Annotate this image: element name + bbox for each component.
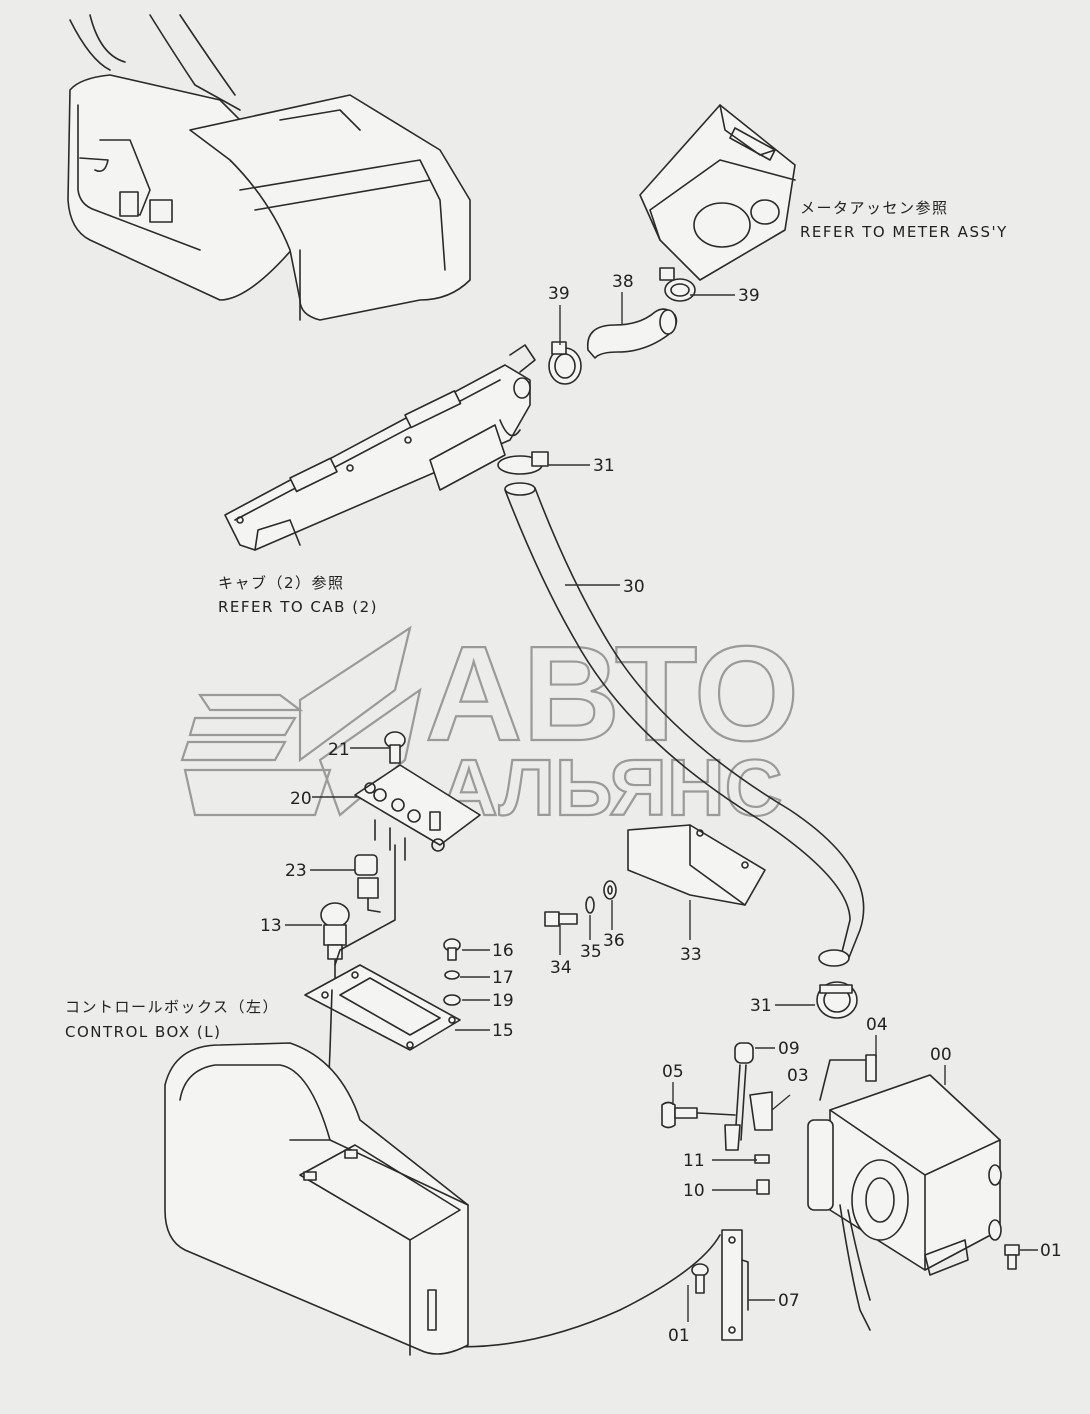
part-label: 09: [778, 1039, 800, 1059]
clamp-39-left: [548, 341, 582, 385]
note-box-en: CONTROL BOX (L): [65, 1023, 222, 1041]
note-meter-en: REFER TO METER ASS'Y: [800, 223, 1008, 241]
part-label: 36: [603, 931, 625, 951]
note-meter-jp: メータアッセン参照: [800, 199, 949, 217]
switch-panel-20: [354, 764, 481, 861]
clamp-31-upper: [497, 451, 549, 475]
clamp-39-right: [659, 267, 696, 302]
part-numbers: 39 38 39 31 30 21 20 23 13 16 17 19 15 3…: [260, 272, 1062, 1346]
bolt-05: [661, 1101, 698, 1129]
control-box-left: [164, 1042, 469, 1356]
washer-17: [444, 970, 460, 980]
screw-16: [443, 938, 461, 961]
part-label: 23: [285, 861, 307, 881]
part-label: 05: [662, 1062, 684, 1082]
bolt-34: [544, 911, 578, 927]
screw-21: [384, 731, 406, 764]
hose-38: [586, 308, 678, 359]
part-label: 10: [683, 1181, 705, 1201]
washer-19: [443, 994, 461, 1006]
part-label: 07: [778, 1291, 800, 1311]
watermark-logo-icon: [180, 625, 422, 817]
part-label: 15: [492, 1021, 514, 1041]
note-cab-en: REFER TO CAB (2): [218, 598, 378, 616]
note-cab-jp: キャブ（2）参照: [218, 574, 345, 592]
bolt-01-right: [1004, 1244, 1020, 1270]
part-label: 01: [1040, 1241, 1062, 1261]
note-box-jp: コントロールボックス（左）: [65, 998, 279, 1016]
watermark: АВТО АЛЬЯНС: [180, 617, 800, 833]
part-label: 39: [738, 286, 760, 306]
meter-cover: [639, 104, 796, 281]
notes: メータアッセン参照 REFER TO METER ASS'Y キャブ（2）参照 …: [65, 199, 1008, 1041]
part-label: 16: [492, 941, 514, 961]
watermark-line2: АЛЬЯНС: [440, 743, 782, 832]
part-label: 01: [668, 1326, 690, 1346]
washer-35: [585, 896, 595, 914]
switch-13: [320, 902, 350, 991]
part-label: 31: [593, 456, 615, 476]
bolt-01-left: [691, 1263, 709, 1294]
part-label: 03: [787, 1066, 809, 1086]
part-label: 11: [683, 1151, 705, 1171]
motor-assembly-00: [807, 1054, 1002, 1331]
part-label: 17: [492, 968, 514, 988]
clamp-31-lower: [816, 981, 858, 1019]
part-label: 38: [612, 272, 634, 292]
bracket-07: [721, 1229, 749, 1341]
washer-36: [603, 880, 617, 900]
part-label: 21: [328, 740, 350, 760]
part-label: 31: [750, 996, 772, 1016]
part-label: 39: [548, 284, 570, 304]
bracket-33: [627, 824, 766, 906]
part-label: 20: [290, 789, 312, 809]
part-label: 35: [580, 942, 602, 962]
part-label: 34: [550, 958, 572, 978]
switch-23: [354, 854, 381, 913]
part-label: 04: [866, 1015, 888, 1035]
part-label: 33: [680, 945, 702, 965]
part-label: 30: [623, 577, 645, 597]
part-label: 13: [260, 916, 282, 936]
part-label: 19: [492, 991, 514, 1011]
part-label: 00: [930, 1045, 952, 1065]
watermark-line1: АВТО: [425, 618, 799, 769]
wire-harness: [334, 844, 396, 966]
hose-30: [504, 482, 865, 967]
heater-duct: [224, 344, 536, 551]
cab-console: [67, 14, 471, 321]
leader-lines: [285, 292, 1038, 1322]
panel-plate-15: [304, 964, 461, 1051]
